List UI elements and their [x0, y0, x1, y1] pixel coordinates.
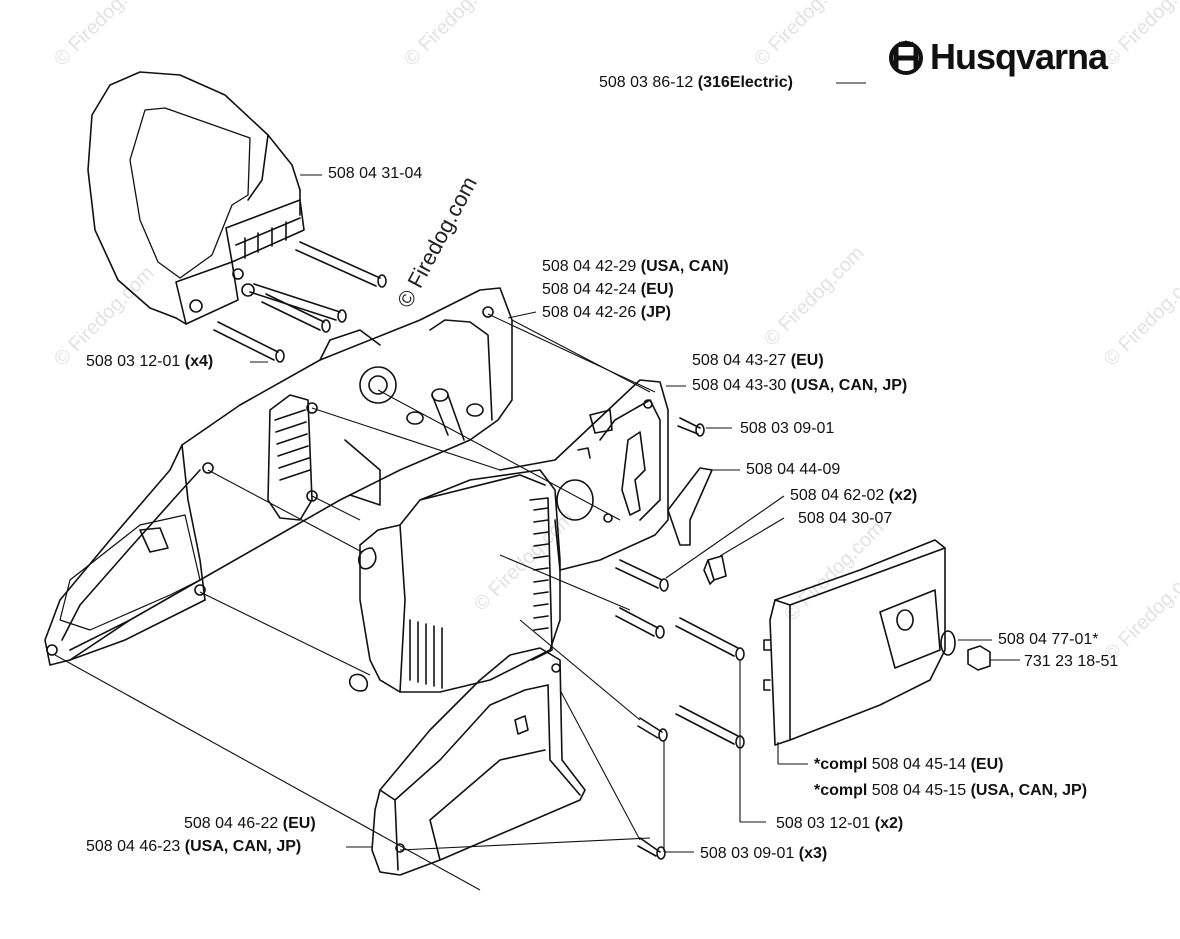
leader-lines: [54, 82, 1020, 891]
lever-part: [667, 467, 713, 546]
model-label: 508 03 86-12 (316Electric): [599, 74, 793, 91]
compl-eu-label: *compl 508 04 45-14 (EU): [814, 756, 1004, 773]
housing-jp-label: 508 04 42-26 (JP): [542, 304, 671, 321]
lever-label: 508 04 44-09: [746, 461, 841, 478]
husqvarna-crown-logo-icon: [889, 40, 923, 75]
cover-eu-label: 508 04 43-27 (EU): [692, 352, 824, 369]
bottom-screws-label: 508 03 09-01 (x3): [700, 845, 828, 862]
clip-part: [703, 555, 727, 585]
housing-eu-label: 508 04 42-24 (EU): [542, 281, 674, 298]
rear-handle: [371, 647, 586, 876]
screw-top-label: 508 03 09-01: [740, 420, 835, 437]
front-handle: [87, 71, 305, 325]
rear-usa-label: 508 04 46-23 (USA, CAN, JP): [86, 838, 302, 855]
washer-part: [940, 630, 956, 656]
rear-eu-label: 508 04 46-22 (EU): [184, 815, 316, 832]
main-housing: [44, 287, 513, 666]
side-cover-plate: [499, 379, 669, 571]
long-screws-label: 508 03 12-01 (x2): [776, 815, 904, 832]
compl-usa-label: *compl 508 04 45-15 (USA, CAN, JP): [814, 782, 1088, 799]
clip-label: 508 04 30-07: [798, 510, 893, 527]
cover-screws: [615, 417, 745, 860]
handle-screws: [213, 241, 387, 363]
housing-usa-label: 508 04 42-29 (USA, CAN): [542, 258, 729, 275]
brand-name: Husqvarna: [930, 36, 1108, 77]
nut-label: 731 23 18-51: [1024, 653, 1119, 670]
handle-part-label: 508 04 31-04: [328, 165, 423, 182]
washer-label: 508 04 77-01*: [998, 631, 1099, 648]
handle-screws-label: 508 03 12-01 (x4): [86, 353, 214, 370]
sprocket-cover: [763, 539, 946, 746]
nut-part: [967, 645, 991, 671]
motor-housing: [348, 469, 561, 693]
cover-usa-label: 508 04 43-30 (USA, CAN, JP): [692, 377, 908, 394]
screws-x2-label: 508 04 62-02 (x2): [790, 487, 918, 504]
brand-logo: Husqvarna: [888, 36, 1108, 78]
